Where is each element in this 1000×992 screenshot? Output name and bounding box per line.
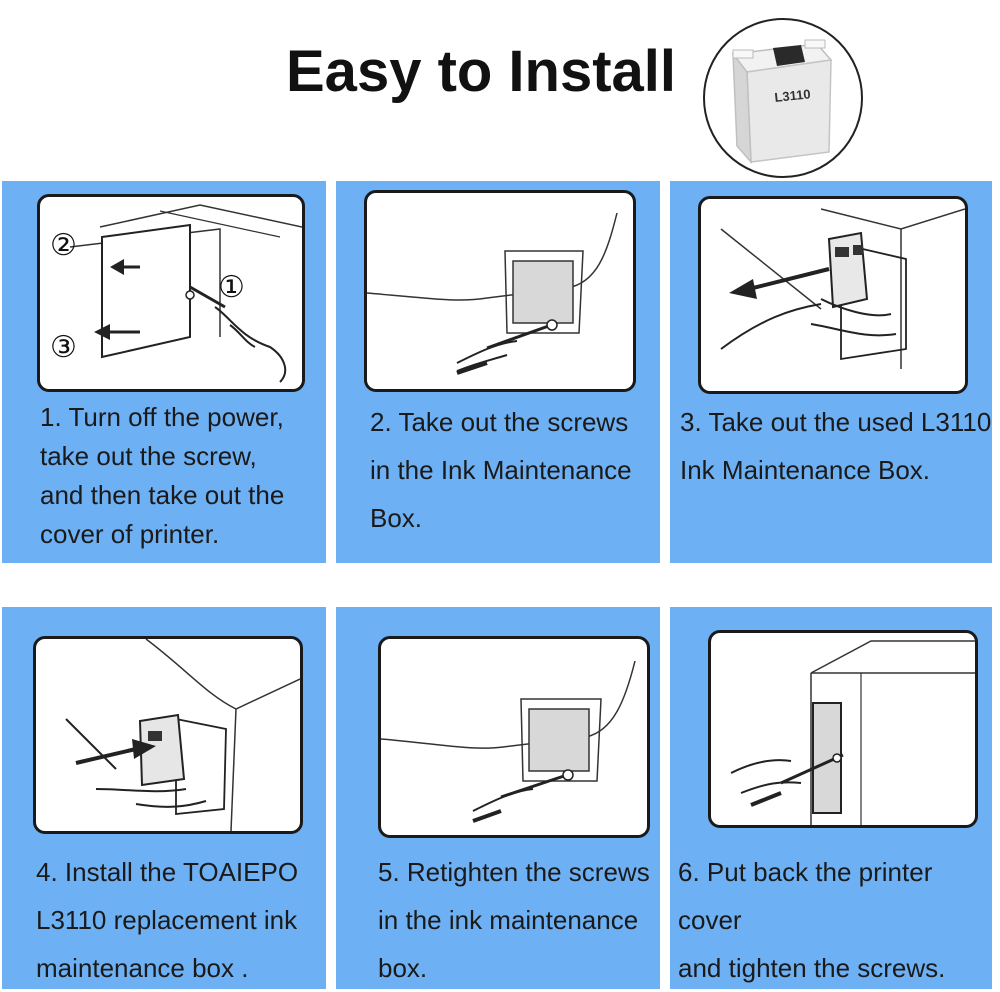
step-3-caption: 3. Take out the used L3110 Ink Maintenan… <box>680 407 992 485</box>
step-5-illustration <box>378 636 650 838</box>
page-title: Easy to Install <box>286 39 677 104</box>
step-6-caption: 6. Put back the printer cover and tighte… <box>678 857 946 983</box>
step-6-illustration <box>708 630 978 828</box>
marker-3: ③ <box>50 330 77 365</box>
marker-1: ① <box>218 270 245 305</box>
product-label: L3110 <box>774 86 812 105</box>
step-2-illustration <box>364 190 636 392</box>
product-image: L3110 <box>703 18 863 178</box>
step-5-caption: 5. Retighten the screws in the ink maint… <box>378 857 650 983</box>
step-1-caption: 1. Turn off the power, take out the scre… <box>40 402 285 549</box>
step-4-illustration <box>33 636 303 834</box>
step-3-illustration <box>698 196 968 394</box>
step-1-illustration: ② ① ③ <box>37 194 305 392</box>
step-2-caption: 2. Take out the screws in the Ink Mainte… <box>370 407 632 533</box>
marker-2: ② <box>50 228 77 263</box>
step-4-caption: 4. Install the TOAIEPO L3110 replacement… <box>36 857 299 983</box>
